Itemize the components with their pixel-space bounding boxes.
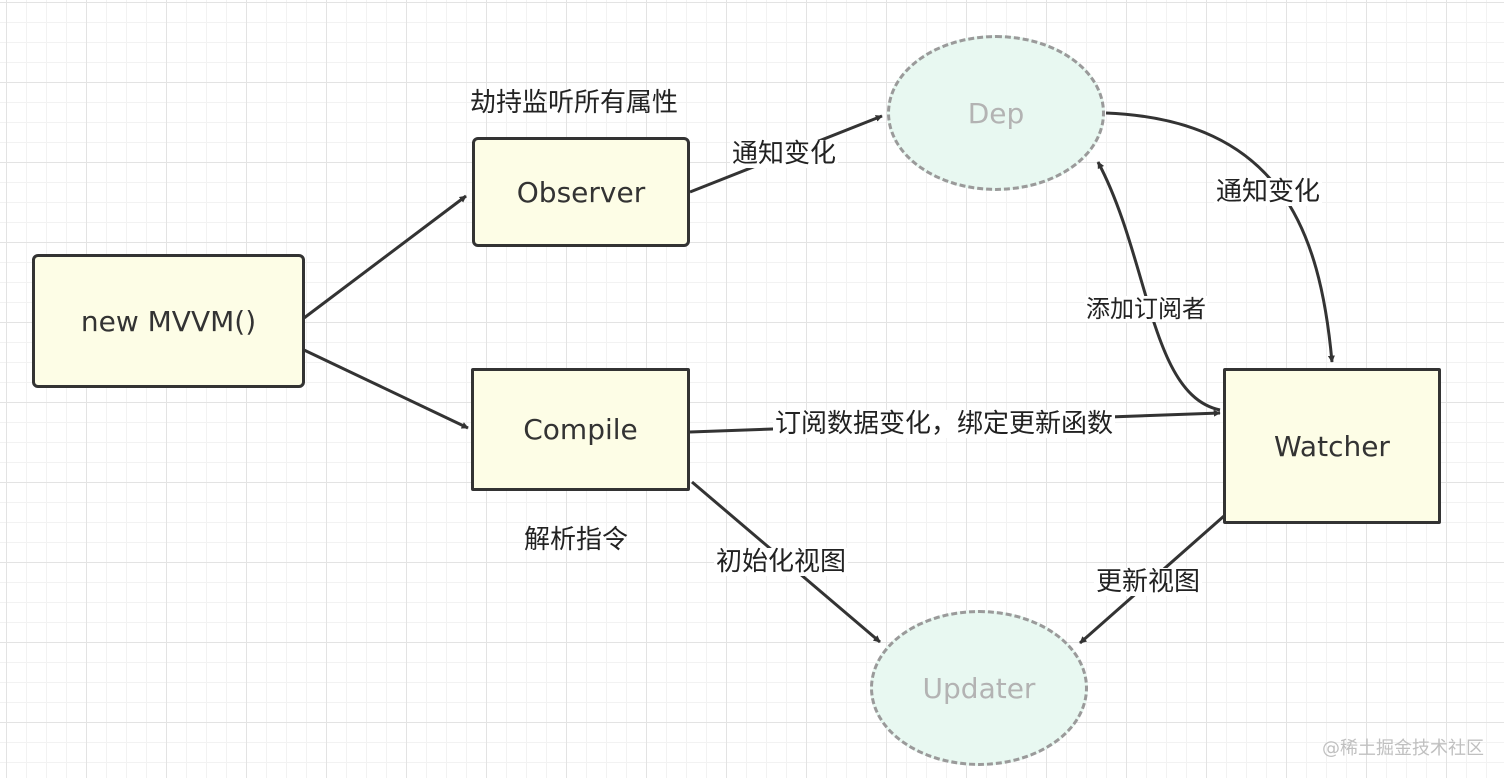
observer-node-label: Observer: [516, 175, 646, 209]
watermark: @稀土掘金技术社区: [1322, 738, 1484, 759]
label-compile-to-updater: 初始化视图: [714, 547, 849, 577]
updater-node-label: Updater: [922, 671, 1036, 705]
label-compile-to-watcher: 订阅数据变化，绑定更新函数: [773, 409, 1116, 439]
edge-dep-to-watcher: [1105, 111, 1335, 363]
compile-caption: 解析指令: [524, 525, 629, 555]
edge-watcher-to-dep: [1096, 161, 1221, 412]
label-dep-to-watcher: 通知变化: [1214, 177, 1323, 207]
mvvm-node: new MVVM(): [32, 254, 305, 388]
dep-node-label: Dep: [967, 96, 1025, 130]
edge-mvvm-to-observer: [303, 194, 467, 320]
label-watcher-to-updater: 更新视图: [1094, 567, 1203, 597]
label-watcher-to-dep: 添加订阅者: [1084, 295, 1208, 323]
label-observer-to-dep: 通知变化: [730, 139, 839, 169]
compile-node-label: Compile: [523, 413, 638, 446]
dep-node: Dep: [887, 35, 1105, 191]
updater-node: Updater: [870, 610, 1088, 766]
compile-node: Compile: [471, 368, 690, 491]
watcher-node-label: Watcher: [1274, 429, 1390, 463]
watcher-node: Watcher: [1223, 368, 1441, 524]
observer-caption: 劫持监听所有属性: [470, 88, 679, 118]
observer-node: Observer: [472, 137, 690, 247]
mvvm-node-label: new MVVM(): [80, 304, 257, 338]
edge-mvvm-to-compile: [303, 348, 469, 430]
